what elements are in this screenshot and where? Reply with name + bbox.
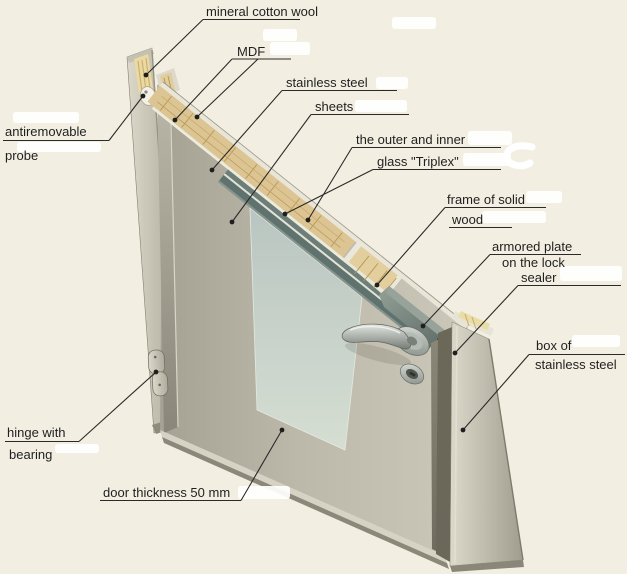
box-gap-shadow (436, 327, 452, 562)
label-frame-of-solid-wood: frame of solid wood (374, 192, 546, 288)
label-text: probe (5, 148, 38, 163)
steel-sheet-inner-lip (151, 106, 392, 299)
label-outer-inner-glass: the outer and inner glass "Triplex" (282, 132, 501, 223)
label-sealer: sealer (452, 270, 621, 356)
lever-highlight (349, 325, 401, 334)
label-box-of-stainless-steel: box of stainless steel (460, 338, 625, 433)
label-text: door thickness 50 mm (103, 485, 230, 500)
armored-plate (379, 286, 451, 353)
probe-screw (144, 90, 148, 94)
armored-plate-top-facet (386, 286, 447, 338)
handle-hub (406, 336, 418, 346)
label-mineral-cotton-wool: mineral cotton wool (143, 4, 318, 78)
label-hinge-with-bearing: hinge with bearing (5, 369, 159, 462)
hinge-barrel (147, 349, 169, 397)
door-box-right (436, 311, 524, 572)
label-text: armored plate (492, 239, 572, 254)
box-bottom-face (450, 560, 524, 572)
label-text: the outer and inner (356, 132, 466, 147)
label-text: stainless steel (286, 75, 368, 90)
label-text: MDF (237, 44, 265, 59)
triplex-glass-inner (218, 175, 434, 350)
label-text: bearing (9, 447, 52, 462)
label-text: glass "Triplex" (377, 154, 459, 169)
hinge-stile-edge (157, 80, 179, 433)
label-text: hinge with (7, 425, 66, 440)
label-text: sheets (315, 99, 354, 114)
label-text: antiremovable (5, 124, 87, 139)
label-armored-plate: armored plate on the lock (420, 239, 581, 329)
label-text: mineral cotton wool (206, 4, 318, 19)
cutaway-layers (147, 81, 469, 360)
frosted-glass-window (249, 207, 363, 451)
box-edge-highlight (454, 325, 458, 564)
label-text: on the lock (502, 255, 565, 270)
label-text: sealer (521, 270, 557, 285)
door-bottom-edge (160, 430, 449, 569)
whiteout-smudges (13, 17, 622, 499)
steel-sheet-outer-lip (159, 82, 468, 329)
label-door-thickness: door thickness 50 mm (100, 427, 285, 502)
key-slot (409, 371, 416, 377)
box-wood-grain (464, 313, 477, 330)
label-stainless-steel-sheets: stainless steel sheets (209, 75, 409, 225)
whiteout-hook (503, 142, 536, 170)
glass-lower-highlight (218, 180, 430, 350)
label-antiremovable-probe: antiremovable probe (3, 93, 146, 163)
wood-block-grain (354, 255, 397, 297)
label-text: box of (536, 338, 572, 353)
label-text: stainless steel (535, 357, 617, 372)
handle-shadow (345, 342, 411, 366)
box-top-cap (127, 48, 154, 63)
door-handle-assembly (341, 323, 430, 385)
wood-grain (159, 96, 343, 247)
label-text: frame of solid (447, 192, 525, 207)
label-mdf: MDF (172, 44, 291, 123)
label-text: wood (451, 212, 483, 227)
